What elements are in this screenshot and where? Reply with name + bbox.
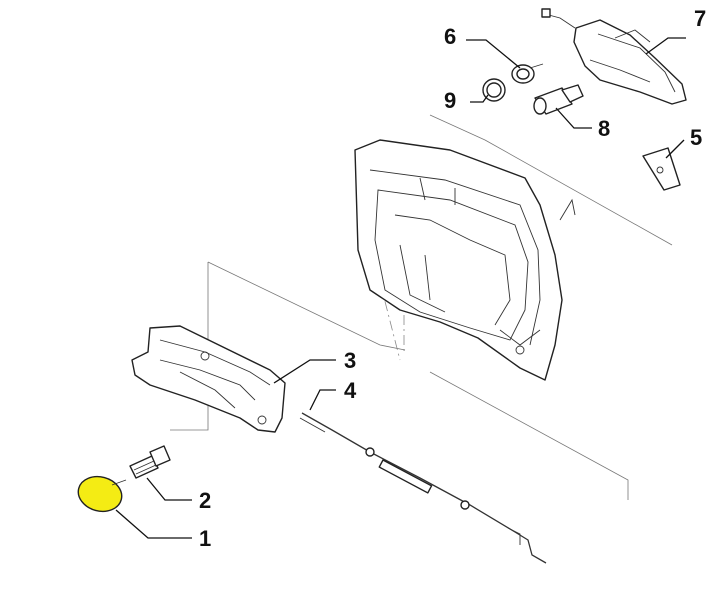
small-cover bbox=[642, 147, 681, 191]
callout-3: 3 bbox=[344, 348, 356, 373]
outer-door-handle bbox=[541, 8, 687, 105]
callout-9: 9 bbox=[444, 88, 456, 113]
guide-lines bbox=[170, 114, 673, 500]
door-frame bbox=[354, 139, 576, 381]
callout-8: 8 bbox=[598, 116, 610, 141]
screw bbox=[129, 445, 171, 479]
callout-labels: 1 2 3 4 5 6 7 8 9 bbox=[199, 6, 706, 551]
leader-lines bbox=[115, 37, 686, 539]
callout-6: 6 bbox=[444, 24, 456, 49]
ring-seal bbox=[482, 78, 506, 102]
nut-bushing bbox=[511, 63, 544, 84]
release-cable bbox=[299, 412, 547, 564]
inner-handle-bracket bbox=[131, 325, 286, 433]
callout-7: 7 bbox=[694, 6, 706, 31]
lock-cylinder bbox=[533, 84, 584, 115]
callout-5: 5 bbox=[690, 125, 702, 150]
callout-1: 1 bbox=[199, 526, 211, 551]
callout-4: 4 bbox=[344, 378, 357, 403]
handle-cap bbox=[77, 475, 127, 513]
handle-cap-highlight bbox=[77, 475, 123, 513]
callout-2: 2 bbox=[199, 488, 211, 513]
